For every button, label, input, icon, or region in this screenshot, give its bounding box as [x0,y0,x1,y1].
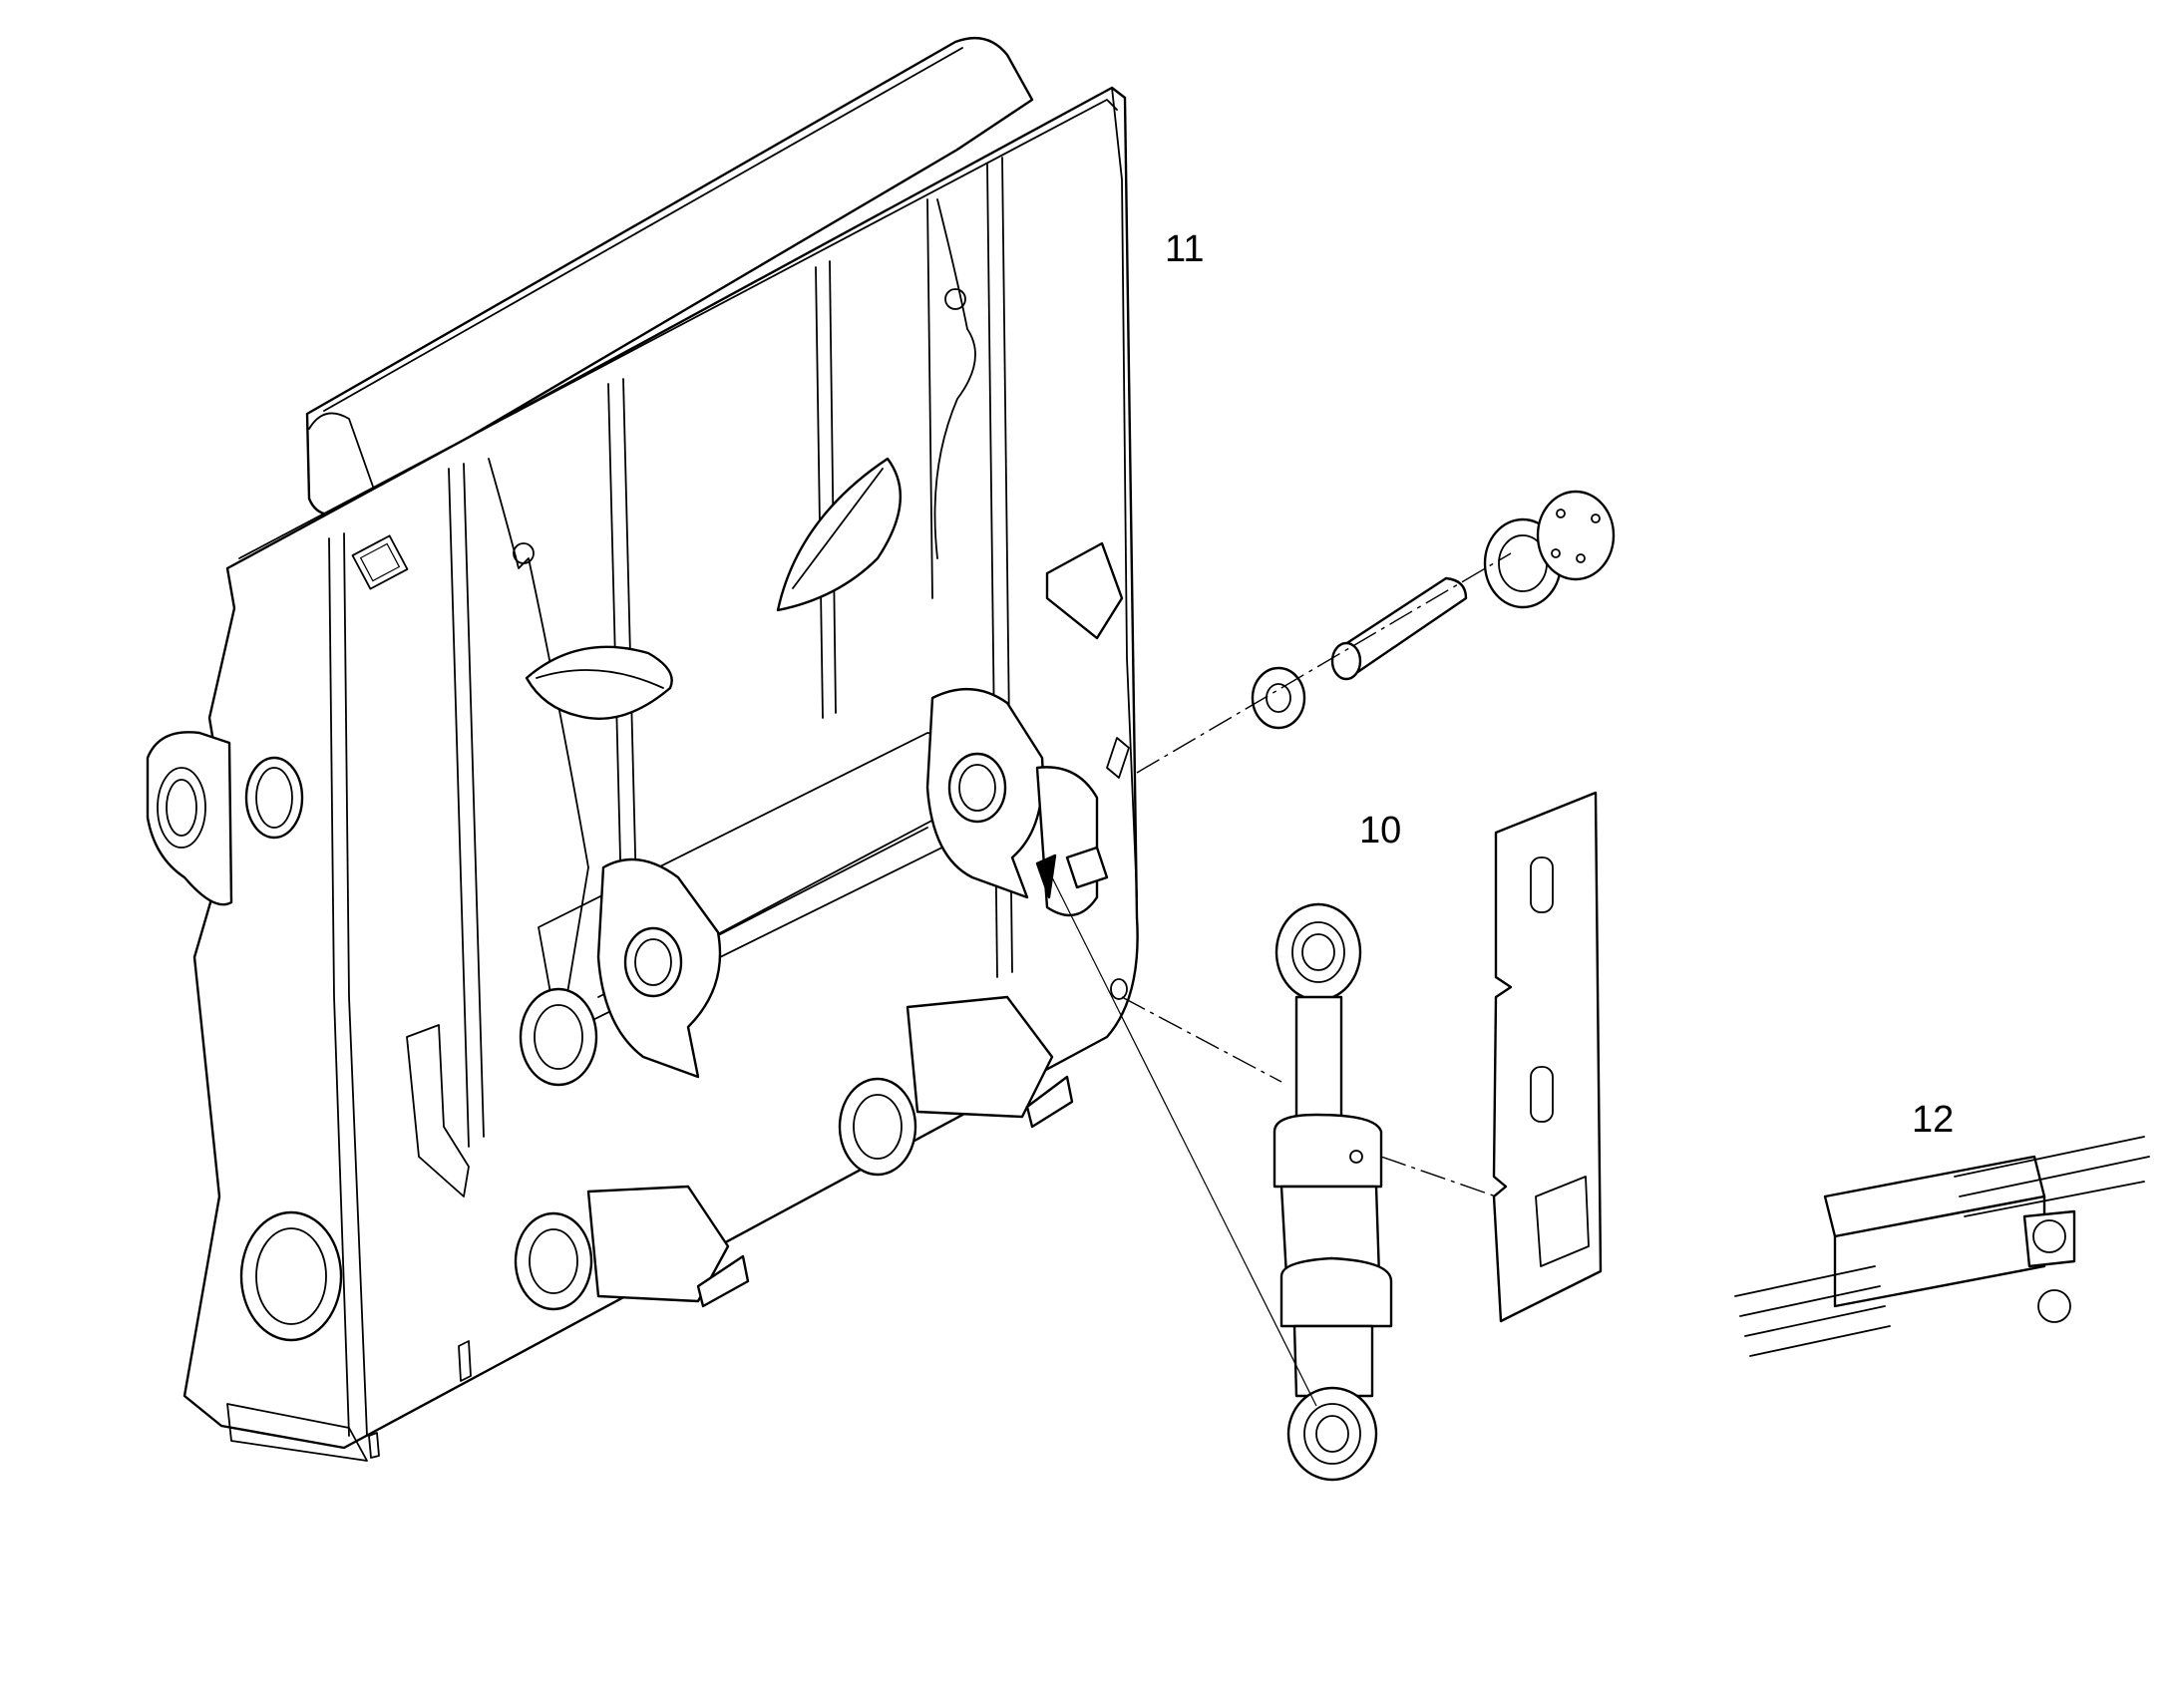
hydraulic-cylinder-part [1272,902,1393,1482]
callout-cylinder-label: 10 [1359,810,1401,852]
tilt-frame-part [146,37,1139,1462]
callout-valve-block-label: 12 [1912,1099,1954,1141]
valve-block-part [1734,1136,2150,1357]
shim-plate-part [1492,791,1603,1323]
callout-frame-label: 11 [1165,228,1204,270]
center-lines [1046,552,1512,1407]
hose-bundle-left [1734,1265,1891,1357]
pin-assembly-part [1251,490,1616,730]
hose-bundle-right [1954,1136,2150,1217]
